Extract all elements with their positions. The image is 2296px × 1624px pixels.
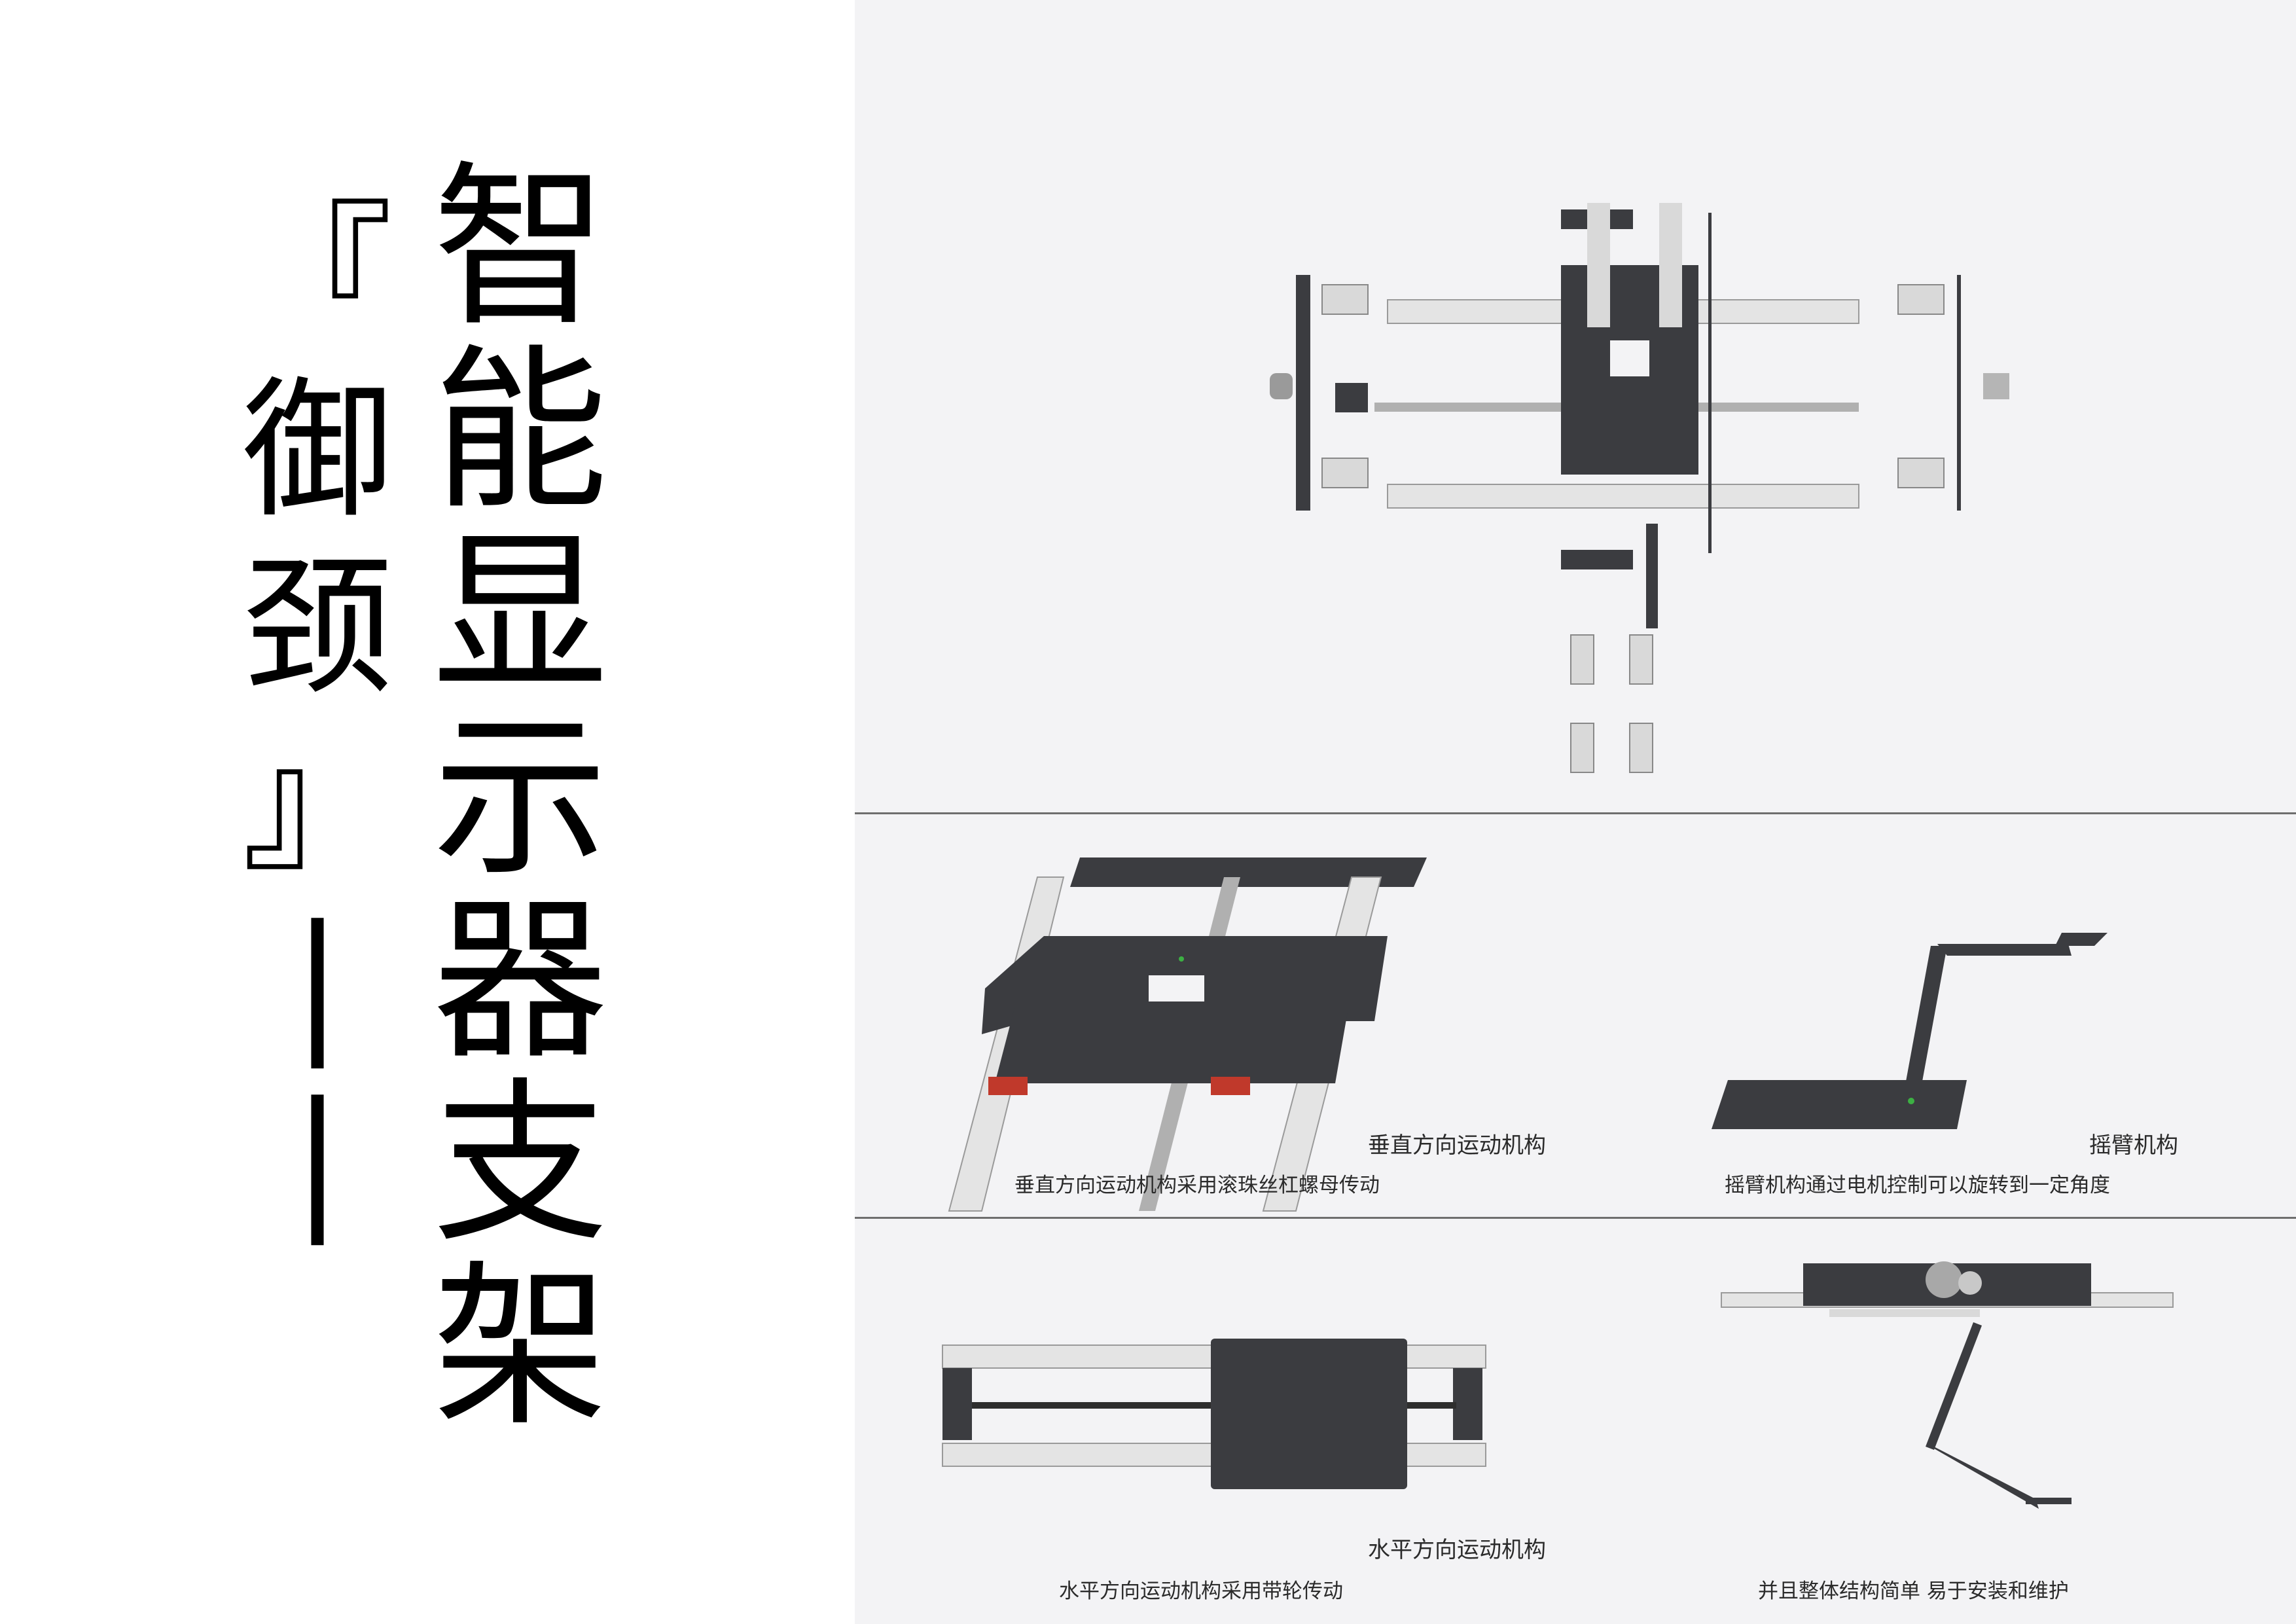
vertical-mechanism-title: 垂直方向运动机构 <box>1368 1132 1546 1159</box>
title-char: 器 <box>433 879 608 1083</box>
subtitle-vertical: 『 御 颈 』 | | <box>232 200 403 1260</box>
swing-arm-illustration <box>1712 933 2108 1129</box>
main-title-vertical: 智 能 显 示 器 支 架 <box>429 160 612 1443</box>
swing-arm-description: 摇臂机构通过电机控制可以旋转到一定角度 <box>1725 1174 2110 1197</box>
title-area: 『 御 颈 』 | | 智 能 显 示 器 支 架 <box>0 0 855 1624</box>
assembly-description: 并且整体结构简单 易于安装和维护 <box>1758 1579 2069 1603</box>
subtitle-char: 颈 <box>242 541 393 715</box>
horizontal-mechanism-illustration <box>942 1339 1486 1489</box>
title-char: 能 <box>433 329 608 533</box>
divider-top <box>855 812 2296 814</box>
horizontal-mechanism-description: 水平方向运动机构采用带轮传动 <box>1059 1579 1343 1603</box>
divider-bottom <box>855 1217 2296 1219</box>
title-char: 支 <box>433 1062 608 1267</box>
subtitle-char: | <box>292 1071 343 1246</box>
subtitle-char: 』 <box>242 717 393 892</box>
subtitle-char: | <box>292 894 343 1069</box>
title-char: 架 <box>433 1246 608 1450</box>
vertical-mechanism-description: 垂直方向运动机构采用滚珠丝杠螺母传动 <box>1014 1174 1380 1197</box>
vertical-mechanism-illustration <box>948 857 1427 1212</box>
assembly-illustration <box>1721 1261 2174 1509</box>
subtitle-char: 『 <box>242 187 393 362</box>
subtitle-char: 御 <box>242 364 393 539</box>
title-char: 显 <box>433 513 608 717</box>
exploded-view-illustration <box>1270 203 2009 773</box>
title-char: 智 <box>433 146 608 350</box>
horizontal-mechanism-title: 水平方向运动机构 <box>1368 1537 1546 1563</box>
swing-arm-title: 摇臂机构 <box>2089 1132 2178 1159</box>
title-char: 示 <box>433 696 608 900</box>
